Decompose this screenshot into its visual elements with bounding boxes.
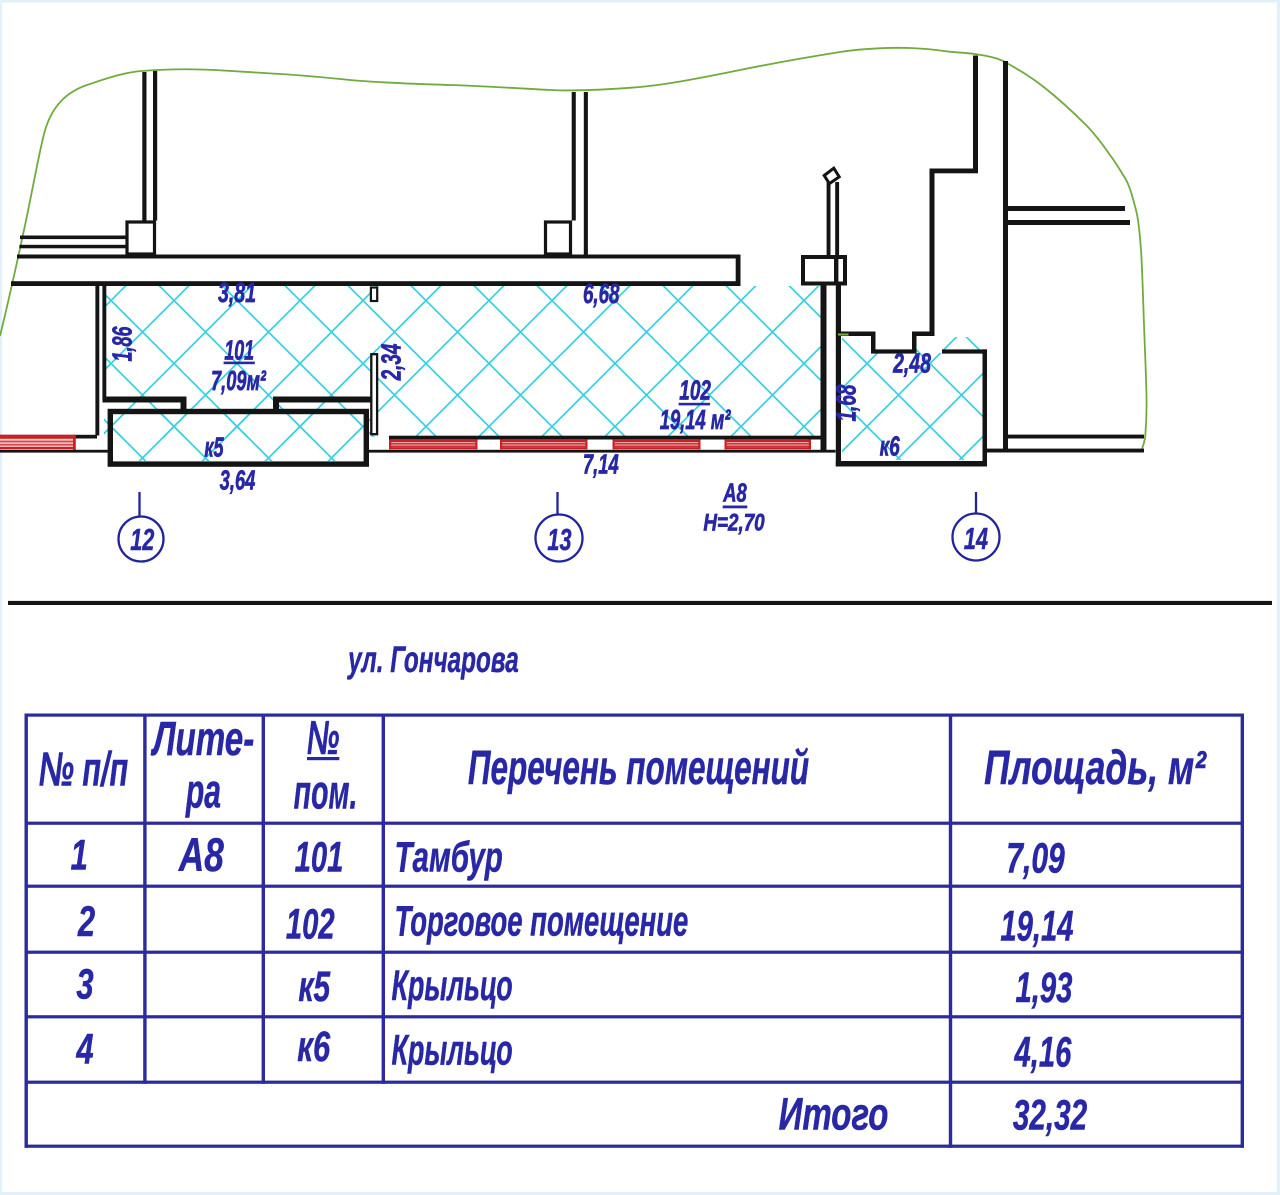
svg-text:А8: А8 <box>722 479 747 508</box>
svg-text:1: 1 <box>71 831 88 879</box>
svg-text:к5: к5 <box>298 961 331 1010</box>
svg-text:Итого: Итого <box>779 1090 889 1140</box>
svg-text:Н=2,70: Н=2,70 <box>703 508 764 536</box>
svg-text:12: 12 <box>130 522 154 557</box>
svg-text:102: 102 <box>286 900 335 948</box>
svg-text:3,64: 3,64 <box>220 466 256 497</box>
svg-text:Крыльцо: Крыльцо <box>392 962 513 1010</box>
svg-text:2: 2 <box>77 897 95 945</box>
svg-text:19,14 м²: 19,14 м² <box>660 406 732 437</box>
svg-text:6,68: 6,68 <box>583 278 620 310</box>
svg-text:к6: к6 <box>297 1022 331 1070</box>
svg-text:101: 101 <box>224 335 254 366</box>
svg-text:7,14: 7,14 <box>583 450 619 481</box>
svg-text:4: 4 <box>76 1024 94 1072</box>
svg-text:7,09: 7,09 <box>1006 833 1065 882</box>
svg-text:Лите-: Лите- <box>150 712 254 766</box>
svg-text:А8: А8 <box>178 828 224 881</box>
svg-text:ул. Гончарова: ул. Гончарова <box>347 639 519 680</box>
svg-text:Тамбур: Тамбур <box>395 833 503 881</box>
svg-text:№: № <box>307 711 339 765</box>
svg-text:№ п/п: № п/п <box>39 743 128 797</box>
svg-text:1,93: 1,93 <box>1016 963 1073 1011</box>
svg-text:3: 3 <box>76 959 93 1007</box>
svg-text:7,09м²: 7,09м² <box>211 366 267 397</box>
svg-text:32,32: 32,32 <box>1013 1091 1088 1139</box>
svg-text:4,16: 4,16 <box>1014 1028 1072 1076</box>
svg-text:101: 101 <box>295 833 344 881</box>
svg-text:Площадь, м²: Площадь, м² <box>984 741 1207 795</box>
svg-text:1,86: 1,86 <box>107 326 138 362</box>
svg-text:13: 13 <box>547 522 571 557</box>
svg-text:1,68: 1,68 <box>831 384 863 422</box>
svg-text:19,14: 19,14 <box>1000 902 1073 950</box>
svg-text:2,48: 2,48 <box>892 348 931 379</box>
svg-text:3,81: 3,81 <box>218 278 256 309</box>
svg-text:2,34: 2,34 <box>376 344 408 381</box>
svg-text:к5: к5 <box>204 432 224 463</box>
svg-text:ра: ра <box>185 766 221 819</box>
svg-text:к6: к6 <box>880 431 901 463</box>
svg-text:Перечень помещений: Перечень помещений <box>468 740 809 794</box>
svg-text:Крыльцо: Крыльцо <box>392 1026 513 1074</box>
svg-text:102: 102 <box>679 375 711 407</box>
svg-text:14: 14 <box>964 521 988 556</box>
svg-text:пом.: пом. <box>294 766 358 820</box>
svg-text:Торговое помещение: Торговое помещение <box>395 896 689 945</box>
